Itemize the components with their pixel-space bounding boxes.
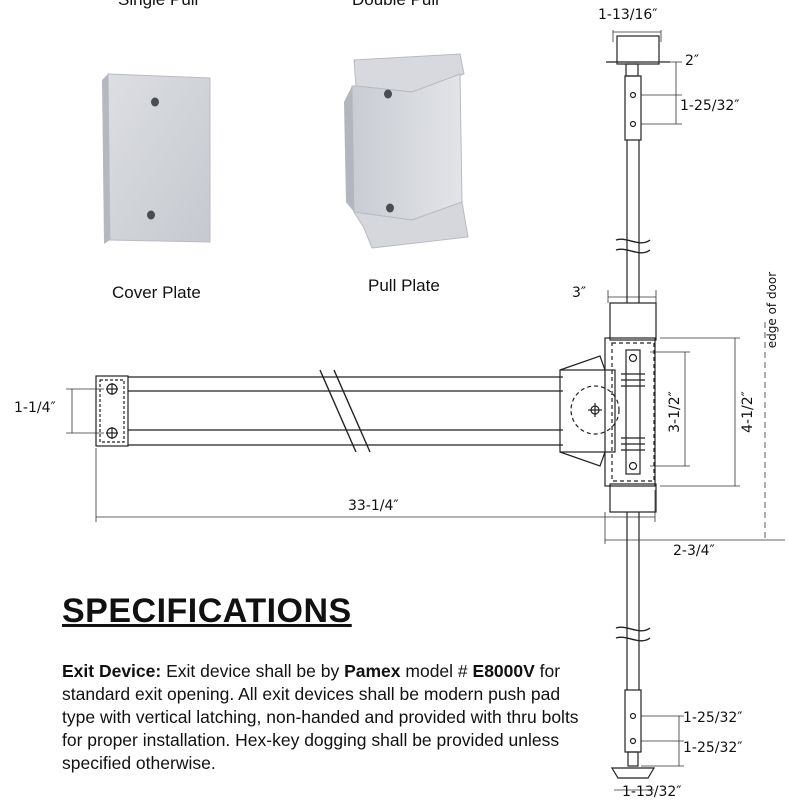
dim-end-cap-height: 1-1/4″ [14, 400, 56, 416]
pull-plate-caption: Pull Plate [368, 276, 440, 295]
top-rod-guide [624, 75, 642, 141]
top-latch-housing [616, 35, 660, 65]
spec-model: E8000V [472, 661, 535, 681]
dim-bottom-rod-width: 1-13/32″ [622, 784, 682, 800]
double-pull-caption: Double Pull [352, 0, 439, 10]
dim-head-width: 3″ [572, 285, 587, 301]
spec-text-2: model # [400, 661, 473, 681]
lower-latch-block [609, 483, 657, 513]
spec-text-1: Exit device shall be by [161, 661, 345, 681]
specifications-title: SPECIFICATIONS [62, 592, 352, 630]
dim-top-rod-width: 1-13/16″ [598, 7, 658, 23]
spec-brand: Pamex [344, 661, 401, 681]
spec-lead-label: Exit Device: [62, 661, 162, 681]
cam-circle [570, 385, 620, 435]
edge-of-door-label: edge of door [765, 271, 779, 349]
dim-bottom-spacing-2: 1-25/32″ [683, 740, 743, 756]
dim-bar-length: 33-1/4″ [348, 498, 399, 514]
head-housing [559, 369, 616, 453]
single-pull-caption: Single Pull [118, 0, 198, 10]
dim-top-2: 2″ [685, 53, 700, 69]
bottom-latch-foot [610, 767, 656, 779]
bottom-rod-guide [624, 689, 642, 753]
end-cap [95, 375, 129, 447]
upper-latch-block [609, 302, 657, 341]
dim-height-inner: 3-1/2″ [667, 391, 683, 433]
spec-text-3: for standard exit opening. All exit devi… [62, 661, 579, 773]
cover-plate-image [102, 73, 211, 244]
pull-plate-image [344, 53, 469, 249]
specifications-body: Exit Device: Exit device shall be by Pam… [62, 660, 582, 775]
dim-top-spacing: 1-25/32″ [680, 98, 740, 114]
head-mounting-plate [604, 337, 656, 487]
cover-plate-caption: Cover Plate [112, 283, 201, 302]
dim-height-outer: 4-1/2″ [740, 391, 756, 433]
dim-bottom-spacing-1: 1-25/32″ [683, 710, 743, 726]
dim-offset-edge: 2-3/4″ [673, 543, 715, 559]
